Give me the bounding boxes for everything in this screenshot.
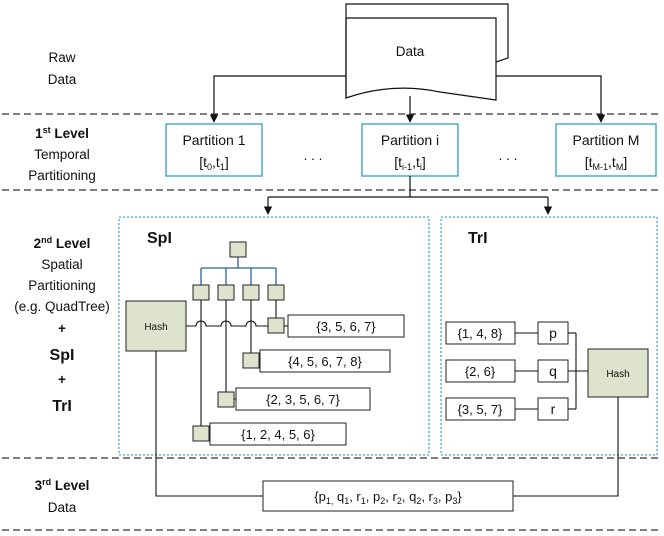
partition-1: Partition 1 [t0,t1] [165, 123, 263, 177]
quadtree-leaf-node [242, 352, 260, 369]
third-level-data-box: {p1, q1, r1, p2, r2, q2, r3, p3} [262, 480, 514, 512]
svg-text:Partition i: Partition i [381, 132, 439, 148]
svg-text:Partition M: Partition M [573, 132, 640, 148]
svg-text:Raw: Raw [48, 50, 75, 65]
spi-hash-label: Hash [144, 322, 167, 333]
svg-text:Partitioning: Partitioning [28, 168, 96, 183]
third-level-data-text: {p1, q1, r1, p2, r2, q2, r3, p3} [314, 489, 462, 506]
spi-panel: SpI Hash [118, 216, 430, 456]
tri-key-box [537, 359, 569, 383]
spi-set-label: {2, 3, 5, 6, 7} [266, 392, 340, 407]
spi-set-box [259, 349, 391, 373]
svg-text:Data: Data [48, 72, 77, 87]
svg-text:(e.g. QuadTree): (e.g. QuadTree) [14, 299, 110, 314]
svg-text:[tM-1,tM]: [tM-1,tM] [585, 154, 627, 172]
svg-text:+: + [58, 321, 66, 336]
tri-hash-label: Hash [606, 369, 629, 380]
ellipsis-left: . . . [304, 148, 323, 163]
third-level-label: 3rd Level Data [35, 477, 90, 515]
tri-panel: TrI {1, 4, 8} {2, 6} {3, 5, 7} p q r Has… [440, 216, 658, 456]
spi-title: SpI [147, 230, 172, 247]
quadtree [192, 241, 285, 301]
svg-text:Spatial: Spatial [41, 257, 82, 272]
tri-set-box [445, 321, 516, 345]
partition-i: Partition i [ti-1,ti] [361, 123, 459, 177]
raw-data-source: Data [345, 3, 509, 101]
quadtree-node [217, 284, 235, 301]
tri-set-label: {3, 5, 7} [458, 402, 503, 417]
svg-text:3rd Level: 3rd Level [35, 477, 90, 493]
svg-text:+: + [58, 372, 66, 387]
second-level-label: 2nd Level Spatial Partitioning (e.g. Qua… [14, 235, 110, 415]
svg-text:2nd Level: 2nd Level [34, 235, 91, 251]
tri-key-box [537, 321, 569, 345]
svg-text:1st Level: 1st Level [35, 125, 89, 141]
svg-text:Temporal: Temporal [34, 147, 90, 162]
svg-text:Partition 1: Partition 1 [182, 132, 245, 148]
tri-key-label: q [549, 363, 557, 379]
tri-hash-box [587, 348, 649, 398]
svg-text:SpI: SpI [50, 347, 75, 364]
tri-set-label: {1, 4, 8} [458, 326, 503, 341]
data-source-label: Data [396, 44, 425, 59]
partition-m: Partition M [tM-1,tM] [555, 123, 657, 177]
tri-key-label: p [549, 325, 557, 341]
ellipsis-right: . . . [499, 148, 518, 163]
spi-set-box [287, 314, 405, 338]
quadtree-leaf-node [267, 317, 285, 334]
svg-text:TrI: TrI [52, 398, 72, 415]
quadtree-root-node [229, 241, 247, 258]
spi-set-label: {3, 5, 6, 7} [316, 319, 376, 334]
svg-text:[ti-1,ti]: [ti-1,ti] [394, 154, 425, 172]
tri-key-label: r [551, 401, 556, 417]
source-arrows [209, 75, 606, 123]
quadtree-leaf-node [217, 391, 235, 408]
level-separators [2, 113, 662, 531]
tri-key-box [537, 397, 569, 421]
spi-set-box [209, 422, 347, 446]
first-level-label: 1st Level Temporal Partitioning [28, 125, 96, 183]
svg-text:Partitioning: Partitioning [28, 278, 96, 293]
svg-text:Data: Data [48, 500, 77, 515]
spi-set-label: {4, 5, 6, 7, 8} [288, 354, 362, 369]
spi-hash-box [125, 300, 187, 352]
quadtree-leaf-node [192, 425, 210, 442]
svg-text:[t0,t1]: [t0,t1] [199, 154, 228, 172]
spi-set-label: {1, 2, 4, 5, 6} [241, 427, 315, 442]
tri-set-box [445, 359, 516, 383]
tri-set-box [445, 397, 516, 421]
quadtree-node [242, 284, 260, 301]
tri-connectors [515, 332, 588, 410]
raw-level-label: Raw Data [48, 50, 77, 87]
spi-set-box [235, 387, 371, 411]
partition-to-index-arrows [263, 176, 553, 215]
tri-title: TrI [468, 230, 488, 247]
third-level-connectors [155, 351, 619, 497]
tri-set-label: {2, 6} [465, 364, 496, 379]
quadtree-node [267, 284, 285, 301]
quadtree-node [192, 284, 210, 301]
